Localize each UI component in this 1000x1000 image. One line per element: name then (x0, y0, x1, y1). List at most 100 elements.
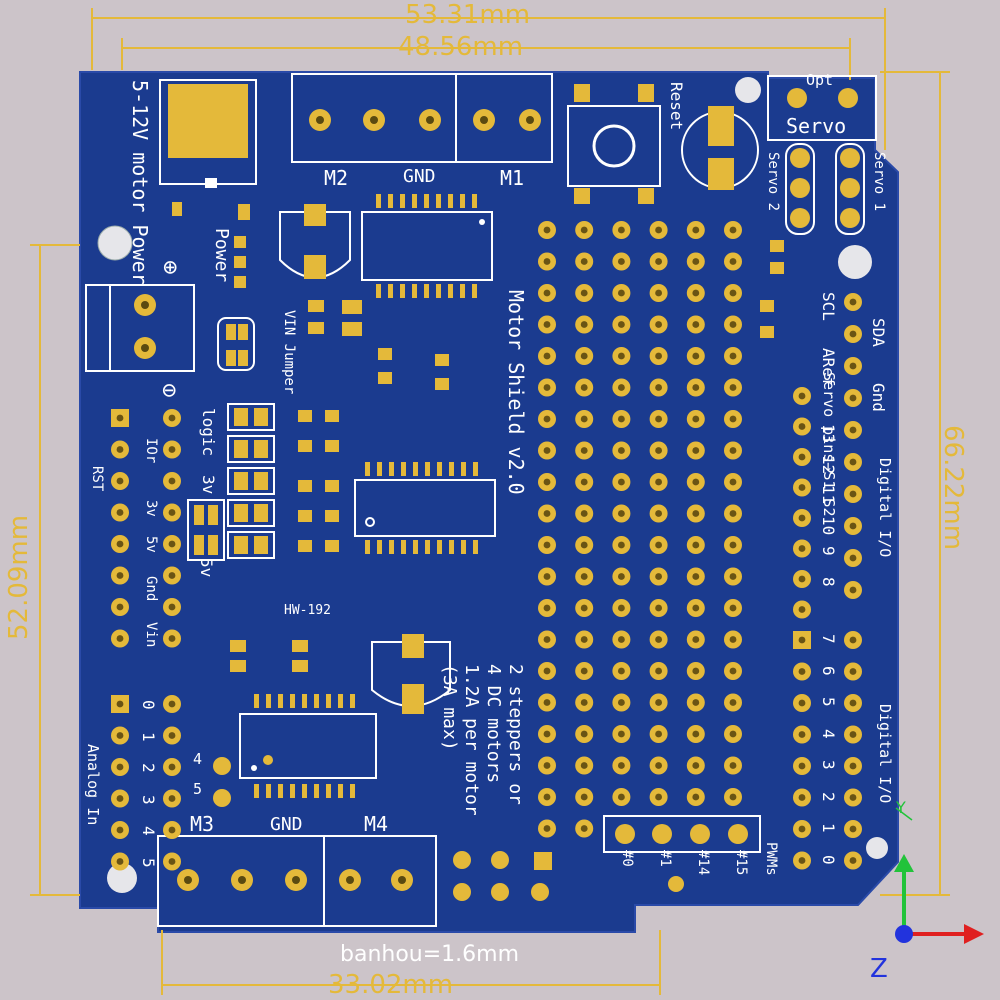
pad-drill (729, 699, 737, 706)
pad-drill (655, 258, 663, 265)
pad-drill (543, 604, 551, 612)
pad-drill (692, 636, 700, 643)
pad-drill (849, 731, 857, 738)
servo-pads (787, 88, 860, 228)
pad-drill (729, 384, 737, 391)
digital-pin-label: 9 (819, 546, 838, 556)
pad-drill (116, 540, 124, 548)
silk-digital-io-upper: Digital I/O (876, 458, 894, 558)
prototyping-grid (538, 221, 742, 838)
pad-drill (692, 573, 700, 580)
pad-drill (168, 477, 176, 485)
pad-drill (543, 289, 551, 297)
pad-drill (116, 446, 124, 453)
pad-drill (168, 603, 176, 611)
pad-drill (798, 453, 806, 461)
silk-gnd-top: GND (403, 166, 436, 187)
pad-drill (168, 635, 176, 642)
pad-drill (543, 541, 551, 549)
pad-drill (168, 763, 176, 771)
pad-drill (617, 321, 625, 328)
pad-drill (655, 510, 663, 517)
pad-drill (729, 573, 737, 580)
pad-drill (655, 699, 663, 706)
dimension-lines (30, 8, 950, 995)
pad-drill (543, 226, 551, 234)
pad-drill (849, 490, 857, 498)
pad-drill (692, 321, 700, 328)
pad-drill (617, 699, 625, 706)
mounting-hole-bottom-left (107, 863, 137, 893)
digital-pin-label: 11 (819, 485, 838, 505)
mounting-hole-left (97, 225, 133, 261)
left-header-label: RST (89, 466, 105, 492)
pad-drill (617, 793, 625, 801)
pad-drill (543, 321, 551, 328)
digital-pin-label: 1 (819, 823, 838, 833)
axis-gizmo (894, 807, 984, 944)
digital-pin-label: 5 (819, 697, 838, 707)
pad-drill (580, 699, 588, 706)
pad-drill (617, 226, 625, 234)
silk-logic-3v: 3v (199, 475, 218, 495)
dim-bottom: 33.02mm (328, 970, 454, 1000)
logic-select-pads (187, 403, 275, 561)
pad-drill (580, 604, 588, 612)
pad-drill (692, 793, 700, 801)
digital-pin-label: 8 (819, 576, 838, 587)
pad-drill (655, 793, 663, 801)
digital-pin-label: 4 (819, 728, 838, 739)
left-header-label: 5v (143, 536, 159, 553)
silk-extra-4: 4 (193, 750, 203, 768)
pad-drill (543, 825, 551, 832)
axis-z-label: Z (870, 954, 888, 984)
pad-drill (692, 289, 700, 297)
smd-pads-power (172, 202, 250, 288)
pwm-pads (615, 824, 748, 844)
pad-drill (543, 636, 551, 643)
pad-drill (543, 415, 551, 423)
mounting-hole-top-right (735, 77, 761, 103)
pad-drill (798, 699, 806, 707)
pad-drill (729, 604, 737, 612)
pad-drill (617, 762, 625, 769)
pad-drill (655, 321, 663, 328)
pad-drill (543, 699, 551, 706)
pad-drill (617, 604, 625, 612)
pad-drill (168, 540, 176, 548)
pad-drill (692, 384, 700, 391)
silk-title: Motor Shield v2.0 (504, 290, 528, 495)
pwm-pin-label: #14 (695, 850, 711, 876)
pad-drill (116, 763, 124, 771)
pad-drill (617, 478, 625, 486)
pad-drill (849, 857, 857, 864)
silk-m2: M2 (324, 166, 349, 190)
pad-drill (849, 762, 857, 770)
pad-drill (729, 289, 737, 297)
silk-m3: M3 (190, 812, 215, 836)
pad-drill (580, 541, 588, 549)
pad-drill (655, 352, 663, 360)
pad-drill (168, 446, 176, 453)
board-thickness-label: banhou=1.6mm (340, 942, 520, 967)
mounting-hole-right (838, 245, 872, 279)
pad-drill (692, 352, 700, 360)
pad-drill (655, 667, 663, 675)
pad-drill (729, 636, 737, 643)
pad-drill (116, 732, 124, 739)
pad-drill (655, 604, 663, 612)
dim-left: 52.09mm (4, 514, 34, 640)
pad-drill (116, 635, 124, 642)
pad-drill (617, 667, 625, 675)
pad-drill (655, 762, 663, 769)
pad-drill (849, 330, 857, 338)
pad-drill (543, 258, 551, 265)
pad-drill (543, 478, 551, 486)
pad-drill (729, 226, 737, 234)
pad-drill (692, 510, 700, 517)
pad-drill (580, 321, 588, 328)
pad-drill (580, 415, 588, 423)
pad-drill (580, 667, 588, 675)
silk-opt: Opt (806, 71, 834, 89)
pad-drill (729, 793, 737, 801)
